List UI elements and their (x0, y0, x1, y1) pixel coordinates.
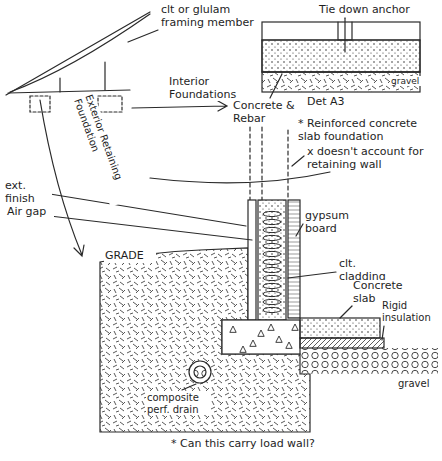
note-label: Tie down anchor (318, 4, 430, 17)
note-label: GRADE (104, 250, 156, 263)
coil-screw (263, 235, 281, 240)
leader-line (296, 224, 303, 236)
leader-line (382, 326, 384, 340)
floor-line (8, 90, 130, 93)
perf-drain-core (194, 366, 206, 378)
coil-screw (263, 259, 281, 264)
leader-line (128, 30, 158, 42)
coil-screw (263, 211, 281, 216)
leader-line (50, 216, 252, 240)
note-label: clt or glulam framing member (160, 4, 260, 29)
gypsum-board (288, 200, 300, 318)
leader-line (292, 156, 304, 166)
coil-screw (263, 251, 281, 256)
coil-screw (263, 307, 281, 312)
aggregate-mark (258, 330, 264, 336)
note-label: gypsum board (304, 210, 362, 235)
leader-line (270, 74, 282, 98)
note-label: Interior Foundations (168, 76, 240, 101)
aggregate-mark (286, 342, 292, 348)
roof-line (10, 14, 150, 92)
note-label: ext. finish (4, 180, 52, 205)
rigid-insulation (300, 338, 384, 348)
leader-line (182, 384, 196, 390)
coil-screw (263, 283, 281, 288)
leader-line (50, 194, 246, 226)
note-label: * Can this carry load wall? (170, 438, 342, 451)
aggregate-mark (292, 324, 298, 330)
footing (222, 320, 300, 354)
coil-screw (263, 291, 281, 296)
coil-screw (263, 299, 281, 304)
note-label: Exterior Retaining Foundation (72, 92, 133, 207)
aggregate-mark (250, 340, 256, 346)
note-label: Concrete & Rebar (232, 100, 296, 125)
leader-line (288, 272, 336, 278)
post (60, 62, 105, 92)
note-label: gravel (390, 76, 432, 86)
arrow (132, 101, 227, 111)
roof-line (6, 12, 150, 95)
ext-finish-line (150, 172, 330, 183)
gravel (300, 348, 438, 374)
coil-screw (263, 227, 281, 232)
wall-dashed (250, 120, 288, 200)
ext-finish (248, 200, 256, 320)
note-label: Det A3 (306, 96, 368, 109)
note-label: Rigid insulation (381, 300, 439, 323)
coil-screw (263, 267, 281, 272)
tie-down-anchor (338, 18, 352, 52)
coil-screw (263, 275, 281, 280)
aggregate-mark (230, 326, 236, 332)
note-label: Air gap (6, 206, 54, 219)
perf-drain (189, 361, 211, 383)
soil (100, 248, 310, 432)
slab-detail (262, 40, 420, 72)
coil-screw (263, 243, 281, 248)
aggregate-mark (276, 336, 282, 342)
coil-screw (263, 219, 281, 224)
leader-line (340, 306, 352, 318)
note-label: composite perf. drain (146, 392, 210, 415)
note-label: gravel (397, 378, 439, 390)
aggregate-mark (240, 346, 246, 352)
aggregate-mark (268, 324, 274, 330)
detail-frame (262, 22, 420, 72)
clt-wall (258, 200, 286, 320)
concrete-slab (300, 318, 380, 338)
arrow (40, 100, 84, 256)
note-label: x doesn't account for retaining wall (306, 146, 438, 171)
note-label: * Reinforced concrete slab foundation (297, 118, 439, 143)
